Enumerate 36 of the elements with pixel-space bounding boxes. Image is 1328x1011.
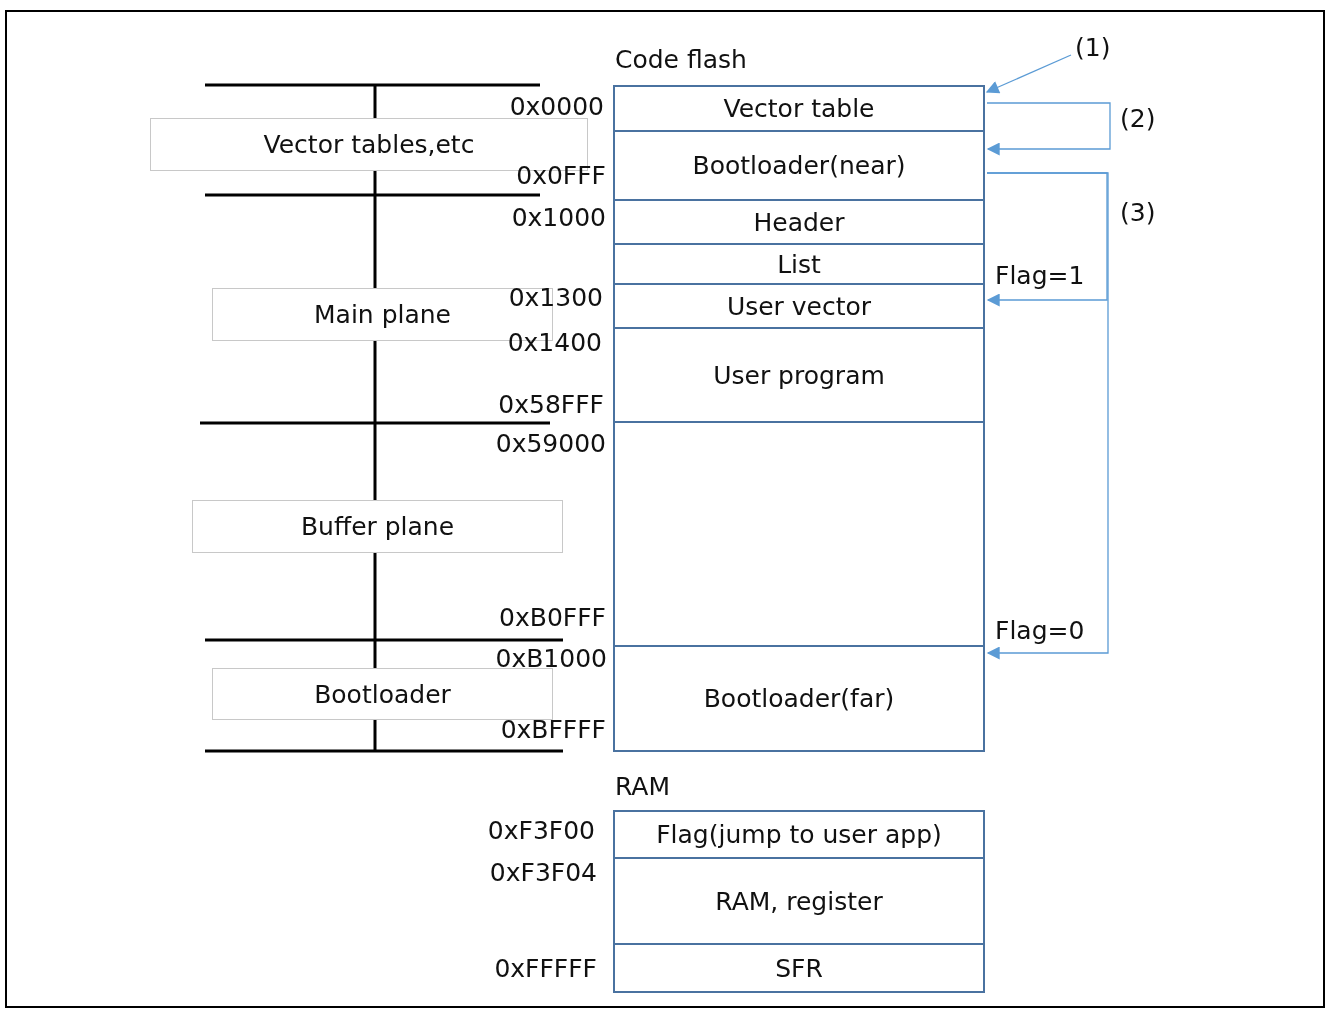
address-label: 0xF3F04 xyxy=(489,860,597,885)
memory-region: User program xyxy=(613,327,985,423)
arrow xyxy=(986,172,1108,307)
address-label: 0x1000 xyxy=(511,205,606,230)
address-label: 0x1300 xyxy=(508,285,603,310)
memory-region: Vector table xyxy=(613,85,985,132)
edge-label: (2) xyxy=(1120,106,1156,131)
arrow xyxy=(986,102,1111,156)
memory-region xyxy=(613,421,985,647)
section-heading: Code flash xyxy=(615,47,747,72)
address-label: 0xB1000 xyxy=(495,646,607,671)
arrow xyxy=(985,54,1072,94)
address-label: 0xBFFFF xyxy=(500,717,606,742)
address-range-box: Bootloader xyxy=(212,668,553,720)
address-label: 0xFFFFF xyxy=(494,956,597,981)
memory-region: RAM, register xyxy=(613,857,985,945)
address-label: 0xF3F00 xyxy=(487,818,595,843)
memory-region: Flag(jump to user app) xyxy=(613,810,985,859)
address-label: 0xB0FFF xyxy=(499,605,606,630)
memory-region: Bootloader(far) xyxy=(613,645,985,752)
callout-number: (1) xyxy=(1075,33,1120,63)
address-label: 0x58FFF xyxy=(498,392,604,417)
memory-region: Header xyxy=(613,199,985,245)
memory-region: Bootloader(near) xyxy=(613,130,985,201)
arrow xyxy=(986,172,1109,660)
edge-label: Flag=0 xyxy=(995,618,1085,643)
section-heading: RAM xyxy=(615,774,671,799)
address-label: 0x1400 xyxy=(507,330,602,355)
address-range-box: Buffer plane xyxy=(192,500,563,553)
address-label: 0x59000 xyxy=(495,431,606,456)
callout-number: (3) xyxy=(1120,200,1156,225)
memory-region: User vector xyxy=(613,283,985,329)
edge-label: Flag=1 xyxy=(995,263,1085,288)
address-label: 0x0000 xyxy=(509,94,604,119)
memory-region: List xyxy=(613,243,985,285)
memory-region: SFR xyxy=(613,943,985,993)
